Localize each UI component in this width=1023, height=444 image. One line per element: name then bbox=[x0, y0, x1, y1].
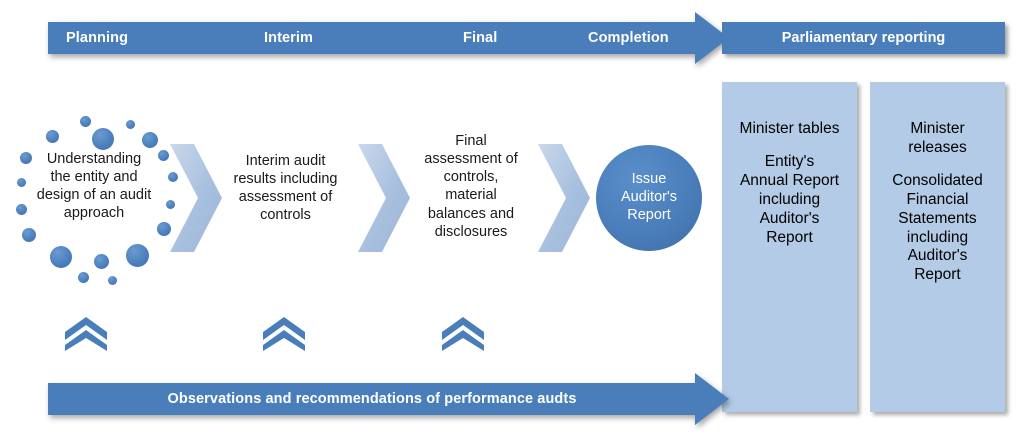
bubble-icon bbox=[126, 120, 135, 129]
parliamentary-reporting-title: Parliamentary reporting bbox=[781, 30, 946, 46]
performance-audits-label: Observations and recommendations of perf… bbox=[167, 391, 577, 407]
arrow-head-icon bbox=[695, 373, 729, 425]
panel-minister-releases: Minister releases Consolidated Financial… bbox=[870, 82, 1005, 412]
stage-label-interim: Interim bbox=[264, 30, 314, 46]
bubble-icon bbox=[17, 178, 26, 187]
stage-label-planning: Planning bbox=[66, 30, 129, 46]
bubble-icon bbox=[78, 272, 89, 283]
bubble-icon bbox=[168, 172, 178, 182]
bubble-icon bbox=[166, 200, 175, 209]
panel-body-text: Consolidated Financial Statements includ… bbox=[892, 171, 983, 284]
parliamentary-reporting-header: Parliamentary reporting bbox=[722, 22, 1005, 54]
bubble-icon bbox=[20, 152, 32, 164]
stage-description-final: Final assessment of controls, material b… bbox=[424, 133, 518, 240]
double-chevron-up-icon bbox=[64, 316, 108, 352]
banner-body: Planning Interim Final Completion bbox=[48, 22, 696, 54]
stage-label-completion: Completion bbox=[588, 30, 669, 46]
bubble-icon bbox=[157, 222, 171, 236]
bubble-icon bbox=[158, 150, 169, 161]
panel-minister-tables: Minister tables Entity's Annual Report i… bbox=[722, 82, 857, 412]
double-chevron-up-icon bbox=[262, 316, 306, 352]
panel-lead-text: Minister tables bbox=[739, 120, 840, 137]
stage-description-planning: Understanding the entity and design of a… bbox=[36, 151, 152, 222]
bubble-icon bbox=[16, 204, 27, 215]
bubble-icon bbox=[92, 128, 114, 150]
performance-audits-banner: Observations and recommendations of perf… bbox=[48, 373, 729, 425]
chevron-right-icon bbox=[168, 142, 226, 254]
issue-auditors-report-label: Issue Auditor's Report bbox=[621, 171, 677, 223]
bubble-icon bbox=[142, 132, 158, 148]
stage-description-interim: Interim audit results including assessme… bbox=[233, 153, 338, 224]
chevron-right-icon bbox=[536, 142, 594, 254]
double-chevron-up-icon bbox=[441, 316, 485, 352]
audit-phases-banner: Planning Interim Final Completion bbox=[48, 12, 729, 64]
bubble-icon bbox=[108, 276, 117, 285]
bubble-icon bbox=[80, 116, 91, 127]
bubble-icon bbox=[50, 246, 72, 268]
bubble-icon bbox=[126, 244, 149, 267]
bubble-icon bbox=[22, 228, 36, 242]
stage-label-final: Final bbox=[463, 30, 498, 46]
panel-body-text: Entity's Annual Report including Auditor… bbox=[739, 152, 840, 246]
chevron-right-icon bbox=[356, 142, 414, 254]
bubble-icon bbox=[94, 254, 109, 269]
bubble-icon bbox=[46, 130, 59, 143]
issue-auditors-report-node: Issue Auditor's Report bbox=[596, 145, 702, 251]
bubble-cluster bbox=[16, 106, 188, 292]
banner-body: Observations and recommendations of perf… bbox=[48, 383, 696, 415]
panel-lead-text: Minister releases bbox=[908, 120, 967, 156]
